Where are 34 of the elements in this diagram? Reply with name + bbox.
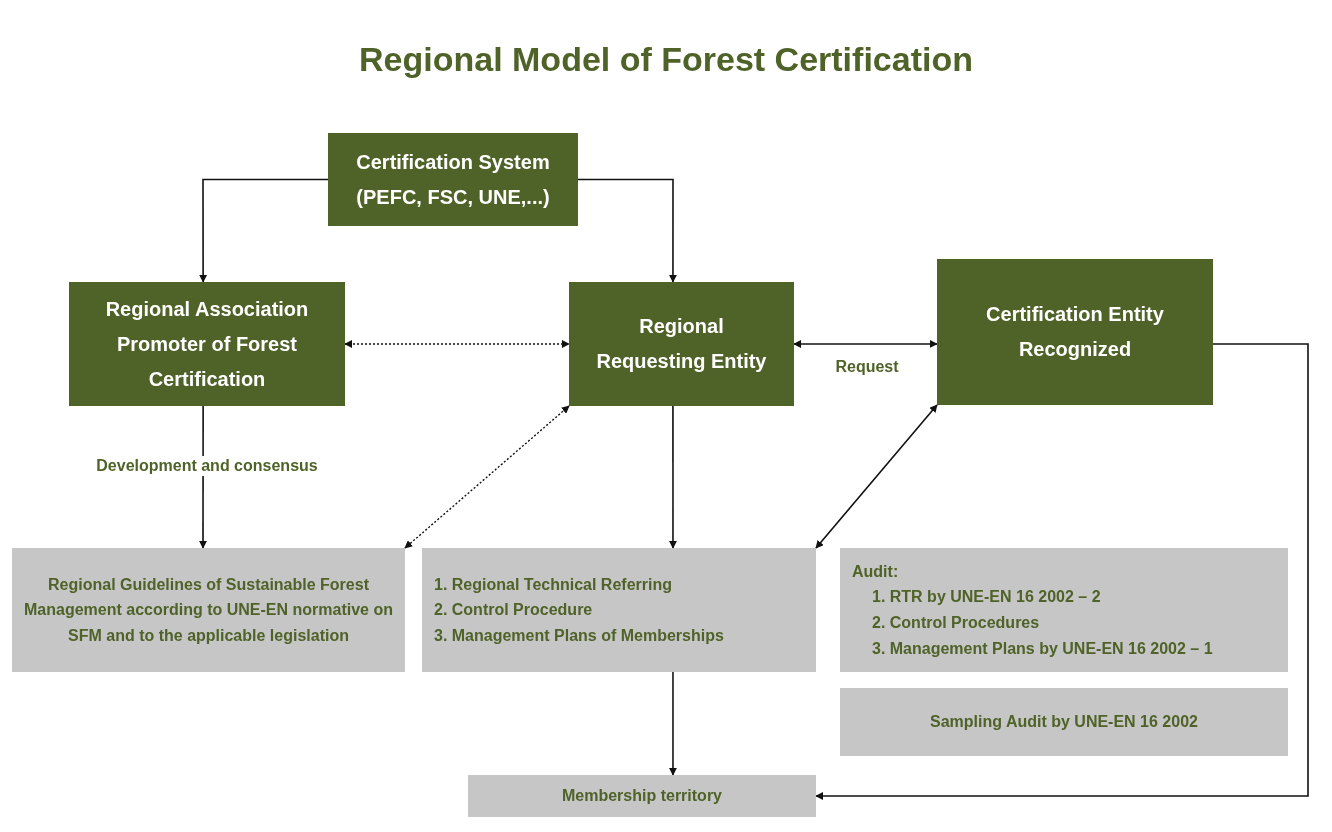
dashed-arrow: [344, 340, 570, 348]
box-text: 3. Management Plans of Memberships: [434, 625, 724, 646]
process-box: [937, 259, 1213, 405]
info-box: [468, 775, 816, 817]
box-text: 1. RTR by UNE-EN 16 2002 – 2: [872, 587, 1101, 608]
box-text: Regional Guidelines of Sustainable Forest Management according to UNE-EN normative on SFM and to the applicable legislation: [24, 574, 393, 646]
box-text: 2. Control Procedure: [434, 600, 593, 621]
box-text: Regional Association Promoter of Forest Certification: [104, 296, 310, 392]
arrow: [815, 404, 938, 549]
box-text: Audit:: [852, 561, 899, 582]
arrow: [793, 339, 938, 348]
process-box: [569, 282, 794, 406]
box-text: Certification System (PEFC, FSC, UNE,...): [355, 149, 551, 210]
info-box: [840, 548, 1288, 672]
arrow: [815, 343, 1309, 800]
box-text: Sampling Audit by UNE-EN 16 2002: [930, 712, 1198, 733]
process-box: [328, 133, 578, 226]
arrow: [199, 405, 207, 549]
diagram-title: Regional Model of Forest Certification: [359, 40, 973, 79]
box-text: 3. Management Plans by UNE-EN 16 2002 – 1: [872, 638, 1213, 659]
arrow: [199, 178, 329, 283]
dashed-arrow: [404, 405, 570, 549]
box-text: Membership territory: [561, 786, 722, 807]
box-text: Certification Entity Recognized: [985, 302, 1165, 362]
process-box: [69, 282, 345, 406]
info-box: [422, 548, 816, 672]
info-box: [840, 688, 1288, 756]
arrow: [669, 405, 677, 549]
box-text: 2. Control Procedures: [872, 613, 1040, 633]
arrow: [668, 671, 677, 776]
box-text: Regional Requesting Entity: [595, 314, 768, 374]
box-text: 1. Regional Technical Referring: [434, 574, 672, 595]
arrow: [577, 178, 677, 283]
info-box: [12, 548, 405, 672]
